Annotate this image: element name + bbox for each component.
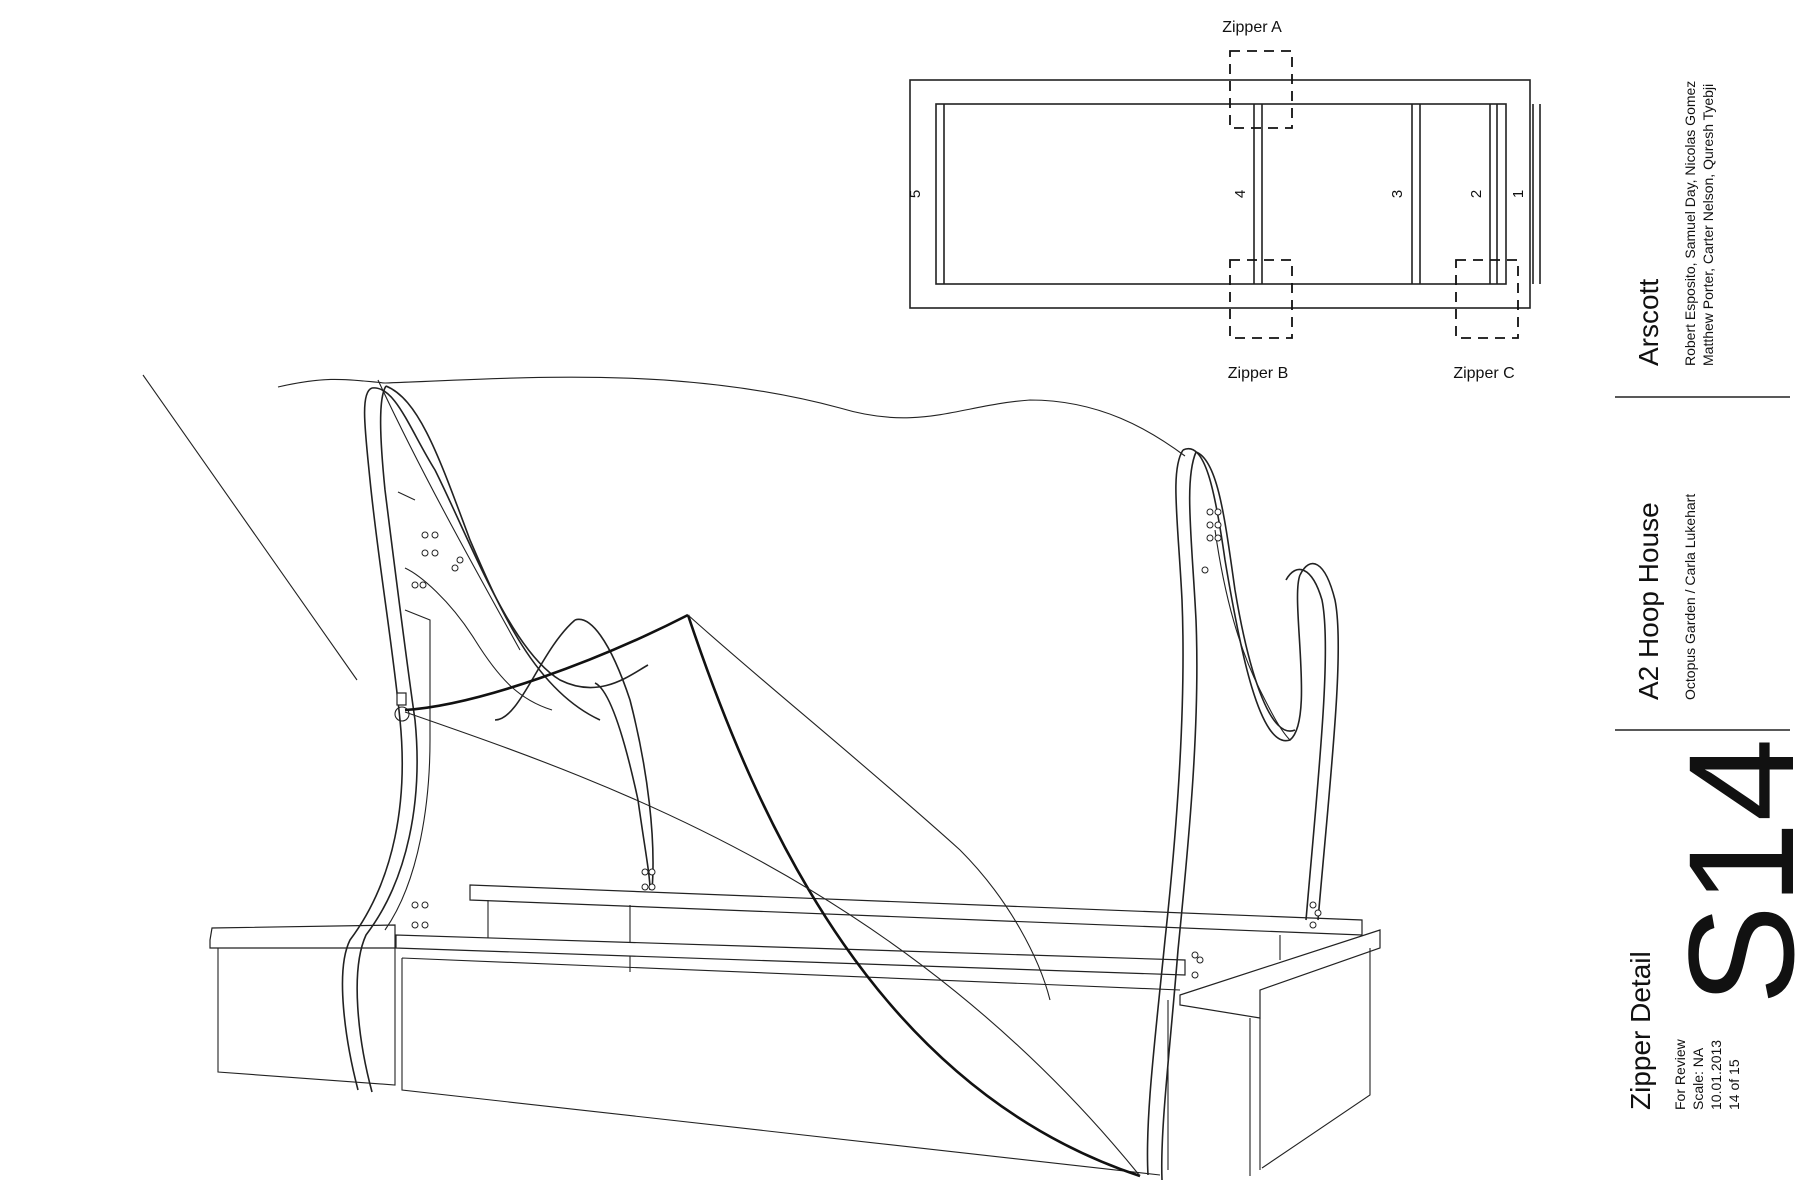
sheet-date: 10.01.2013 bbox=[1708, 1040, 1724, 1110]
film-top-edge bbox=[277, 376, 1186, 457]
left-hoop-outer-edge bbox=[341, 387, 404, 1091]
right-hoop-outer-edge bbox=[1146, 449, 1184, 1176]
zipper-b-label: Zipper B bbox=[1228, 365, 1288, 382]
project-name: Arscott bbox=[1633, 279, 1664, 366]
plan-view: Zipper A Zipper B Zipper C 5 4 3 2 1 bbox=[907, 19, 1541, 382]
title-block: Arscott Robert Esposito, Samuel Day, Nic… bbox=[1615, 81, 1800, 1110]
front-bed-side bbox=[395, 934, 1186, 1176]
zipper-pull bbox=[396, 692, 407, 706]
rear-hoop-inner bbox=[594, 682, 651, 891]
client-title: A2 Hoop House bbox=[1633, 502, 1664, 700]
right-hoop bbox=[1146, 447, 1340, 1181]
hoop-number-2: 2 bbox=[1468, 190, 1485, 198]
team-line-2: Matthew Porter, Carter Nelson, Quresh Ty… bbox=[1700, 84, 1716, 366]
zipper-c-box bbox=[1455, 259, 1519, 339]
zipper-opening bbox=[394, 613, 1141, 1178]
zipper-flap-inner bbox=[687, 614, 1051, 1001]
right-hoop-bolts bbox=[1191, 508, 1322, 979]
zipper-a-label: Zipper A bbox=[1222, 19, 1282, 36]
zipper-c-label: Zipper C bbox=[1453, 365, 1514, 382]
leader-line bbox=[142, 374, 358, 681]
zipper-flap-fold bbox=[404, 711, 1141, 1177]
sheet-scale: Scale: NA bbox=[1690, 1047, 1706, 1110]
back-bed bbox=[469, 884, 1363, 972]
hoop-number-1: 1 bbox=[1510, 190, 1527, 198]
hoop-number-4: 4 bbox=[1232, 190, 1249, 198]
sheet-number: S14 bbox=[1657, 738, 1800, 1005]
zipper-flap-side-edge bbox=[686, 614, 1141, 1178]
zipper-a-box bbox=[1229, 50, 1293, 129]
film-fold-line bbox=[377, 379, 521, 651]
zipper-flap-top-edge bbox=[404, 613, 689, 712]
right-bed-end bbox=[1167, 929, 1381, 1176]
sheet-status: For Review bbox=[1672, 1038, 1688, 1110]
left-bed-end bbox=[209, 924, 396, 1086]
hoop-number-3: 3 bbox=[1389, 190, 1406, 198]
left-hoop-bolts bbox=[411, 531, 656, 929]
sheet-page: 14 of 15 bbox=[1726, 1059, 1742, 1110]
left-hoop bbox=[341, 385, 649, 1093]
zipper-b-box bbox=[1229, 259, 1293, 339]
perspective-view bbox=[142, 374, 1381, 1181]
team-line-1: Robert Esposito, Samuel Day, Nicolas Gom… bbox=[1682, 81, 1698, 366]
client-subtitle: Octopus Garden / Carla Lukehart bbox=[1682, 494, 1698, 700]
plan-outer-frame bbox=[909, 79, 1531, 309]
rear-hoop-outer bbox=[574, 618, 654, 891]
zipper-pull-ring bbox=[394, 706, 410, 722]
plan-bed-outline bbox=[935, 103, 1507, 285]
sheet-title: Zipper Detail bbox=[1625, 951, 1656, 1110]
hoop-number-5: 5 bbox=[907, 190, 924, 198]
